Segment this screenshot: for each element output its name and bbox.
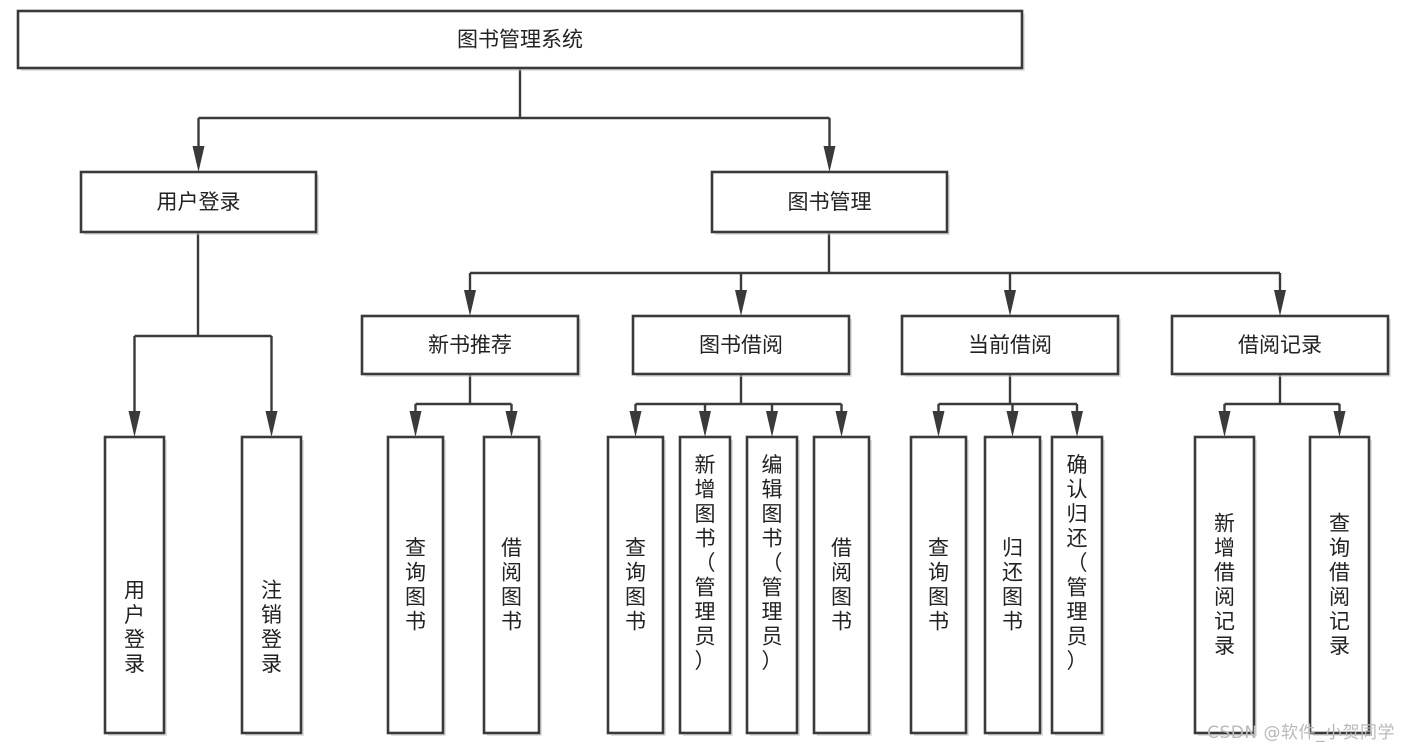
node-rect[interactable] [710,170,949,234]
node-rect[interactable] [386,435,445,735]
connector-group-borrow_record [1218,374,1346,437]
connector-layer [128,68,1346,437]
node-leaf-query-book-b[interactable]: 查询图书 [606,435,666,736]
node-leaf-borrow-book-a[interactable]: 借阅图书 [482,435,542,736]
arrow-head-icon [1218,411,1231,437]
connector-group-current_borrow [932,374,1083,437]
arrow-head-icon [505,411,518,437]
node-rect[interactable] [606,435,665,735]
node-rect[interactable] [16,9,1024,70]
node-rect[interactable] [240,435,303,735]
node-rect[interactable] [1308,435,1371,735]
connector-group-new_book_rec [409,374,518,437]
node-rect[interactable] [631,314,851,376]
node-label: 借阅记录 [1238,333,1322,357]
node-label: 图书管理 [788,190,872,214]
arrow-head-icon [192,146,205,172]
arrow-head-icon [823,146,836,172]
node-rect[interactable] [812,435,871,735]
node-label: 新增图书（管理员） [695,453,716,673]
node-rect[interactable] [1193,435,1256,735]
node-leaf-user-login[interactable]: 用户登录 [103,435,167,736]
arrow-head-icon [464,290,476,316]
node-leaf-query-book-a[interactable]: 查询图书 [386,435,446,736]
arrow-head-icon [1274,290,1286,316]
node-book-manage[interactable]: 图书管理 [710,170,950,235]
connector-group-book_manage [464,232,1286,316]
node-leaf-add-book[interactable]: 新增图书（管理员） [678,435,733,736]
arrow-head-icon [735,290,747,316]
node-new-book-rec[interactable]: 新书推荐 [360,314,581,377]
node-user-login[interactable]: 用户登录 [79,170,319,235]
arrow-head-icon [1071,411,1083,437]
arrow-head-icon [1004,290,1016,316]
node-layer: 图书管理系统用户登录图书管理新书推荐图书借阅当前借阅借阅记录用户登录注销登录查询… [16,9,1391,736]
node-rect[interactable] [909,435,968,735]
node-rect[interactable] [745,435,799,735]
node-label: 查询借阅记录 [1329,512,1350,659]
node-current-borrow[interactable]: 当前借阅 [900,314,1121,377]
node-label: 借阅图书 [831,536,852,634]
node-label: 用户登录 [124,579,145,677]
node-label: 图书借阅 [699,333,783,357]
node-rect[interactable] [1050,435,1104,735]
node-leaf-edit-book[interactable]: 编辑图书（管理员） [745,435,800,736]
node-label: 编辑图书（管理员） [762,453,783,673]
node-leaf-query-record[interactable]: 查询借阅记录 [1308,435,1372,736]
csdn-watermark: CSDN @软件_小贺同学 [1207,723,1395,743]
node-rect[interactable] [79,170,318,234]
node-label: 查询图书 [405,536,426,634]
node-label: 新书推荐 [428,333,512,357]
node-leaf-logout[interactable]: 注销登录 [240,435,304,736]
arrow-head-icon [409,411,422,437]
node-label: 图书管理系统 [457,28,583,52]
node-borrow-record[interactable]: 借阅记录 [1170,314,1391,377]
node-leaf-borrow-book-b[interactable]: 借阅图书 [812,435,872,736]
node-label: 新增借阅记录 [1214,512,1235,659]
arrow-head-icon [932,411,945,437]
node-label: 用户登录 [157,190,241,214]
node-rect[interactable] [678,435,732,735]
arrow-head-icon [835,411,848,437]
node-label: 查询图书 [928,536,949,634]
node-label: 借阅图书 [501,536,522,634]
node-book-borrow[interactable]: 图书借阅 [631,314,852,377]
node-label: 归还图书 [1002,536,1023,634]
arrow-head-icon [128,411,141,437]
node-leaf-return-book[interactable]: 归还图书 [983,435,1043,736]
arrow-head-icon [265,411,278,437]
arrow-head-icon [1006,411,1019,437]
node-leaf-query-book-c[interactable]: 查询图书 [909,435,969,736]
connector-group-book_borrow [629,374,848,437]
connector-group-root [192,68,836,172]
node-leaf-confirm-return[interactable]: 确认归还（管理员） [1050,435,1105,736]
arrow-head-icon [1333,411,1346,437]
arrow-head-icon [766,411,778,437]
node-rect[interactable] [983,435,1042,735]
node-rect[interactable] [103,435,166,735]
node-rect[interactable] [360,314,580,376]
node-label: 查询图书 [625,536,646,634]
arrow-head-icon [699,411,711,437]
node-rect[interactable] [1170,314,1390,376]
node-leaf-add-record[interactable]: 新增借阅记录 [1193,435,1257,736]
node-root[interactable]: 图书管理系统 [16,9,1025,71]
arrow-head-icon [629,411,642,437]
node-label: 注销登录 [261,579,282,677]
node-rect[interactable] [482,435,541,735]
node-rect[interactable] [900,314,1120,376]
node-label: 当前借阅 [968,333,1052,357]
node-label: 确认归还（管理员） [1067,453,1088,673]
connector-group-user_login [128,232,278,437]
